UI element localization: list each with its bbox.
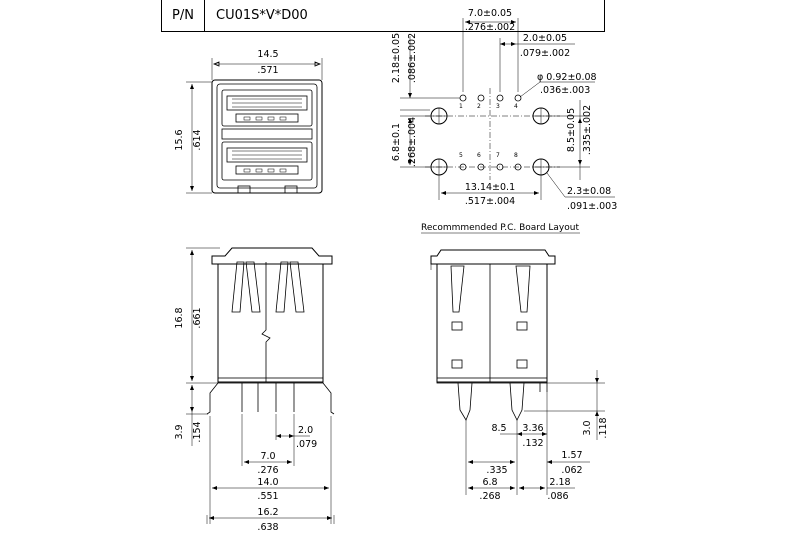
side-leg-span-in: .551 — [257, 491, 278, 502]
end-tail-in: .118 — [598, 417, 609, 438]
end-offset-b-in: .062 — [561, 465, 582, 476]
pin-pitch-in: .079±.002 — [520, 48, 570, 59]
end-outer-b-in: .086 — [547, 491, 568, 502]
tail-height-in: .154 — [192, 421, 203, 442]
end-offset-a-in: .132 — [522, 438, 543, 449]
pin-label-3: 3 — [496, 103, 500, 110]
side-body-width-in: .638 — [257, 522, 278, 533]
front-height-mm: 15.6 — [174, 129, 185, 150]
shell-pitch-in: .517±.004 — [465, 196, 515, 207]
pin-label-6: 6 — [477, 152, 481, 159]
front-height-in: .614 — [192, 129, 203, 150]
row-spacing-mm: 6.8±0.1 — [391, 123, 402, 161]
pn-value: CU01S*V*D00 — [204, 0, 605, 32]
pitch-total-in: .276±.002 — [465, 22, 515, 33]
side-height-mm: 16.8 — [174, 307, 185, 328]
side-pin-span-in: .276 — [257, 465, 278, 476]
side-pin-pitch-mm: 2.0 — [298, 425, 313, 436]
front-view: 14.5 .571 15.6 .614 — [174, 49, 323, 194]
front-width-mm: 14.5 — [257, 49, 278, 60]
side-leg-span-mm: 14.0 — [257, 477, 278, 488]
pin-pitch-mm: 2.0±0.05 — [523, 33, 567, 44]
side-pin-span-mm: 7.0 — [260, 451, 275, 462]
pcb-layout-caption: Recommmended P.C. Board Layout — [421, 223, 579, 233]
side-body-width-mm: 16.2 — [257, 507, 278, 518]
tail-height-mm: 3.9 — [174, 424, 185, 439]
end-view: 3.0 .118 3.36 .132 8.5 .335 1.57 .062 — [430, 249, 609, 502]
shell-pitch-mm: 13.14±0.1 — [465, 182, 515, 193]
pin-label-8: 8 — [514, 152, 518, 159]
end-tail-mm: 3.0 — [582, 420, 593, 435]
pin-label-1: 1 — [459, 103, 463, 110]
end-offset-b-mm: 1.57 — [561, 450, 582, 461]
row-offset-mm: 2.18±0.05 — [391, 33, 402, 83]
end-offset-a-mm: 3.36 — [522, 423, 543, 434]
end-span-in: .335 — [486, 465, 507, 476]
end-outer-in: .268 — [479, 491, 500, 502]
pin-hole-in: .036±.003 — [540, 85, 590, 96]
pin-hole-mm: φ 0.92±0.08 — [537, 72, 597, 83]
row-spacing-in: .268±.004 — [407, 117, 418, 167]
front-width-in: .571 — [257, 65, 278, 76]
end-span-mm: 8.5 — [491, 423, 506, 434]
end-outer-b-mm: 2.18 — [549, 477, 570, 488]
pcb-layout-view: 7.0±0.05 .276±.002 2.0±0.05 .079±.002 2.… — [391, 8, 617, 234]
shell-spacing-mm: 8.5±0.05 — [566, 108, 577, 152]
pn-label: P/N — [161, 0, 205, 32]
side-pin-pitch-in: .079 — [296, 439, 317, 450]
shell-hole-in: .091±.003 — [567, 201, 617, 212]
pin-label-4: 4 — [514, 103, 518, 110]
side-view: 16.8 .661 3.9 .154 2.0 .079 7.0 .27 — [174, 247, 335, 533]
pin-label-5: 5 — [459, 152, 463, 159]
shell-hole-mm: 2.3±0.08 — [567, 186, 611, 197]
pin-label-2: 2 — [477, 103, 481, 110]
end-outer-mm: 6.8 — [482, 477, 497, 488]
row-offset-in: .086±.002 — [407, 33, 418, 83]
shell-spacing-in: .335±.002 — [582, 105, 593, 155]
pin-label-7: 7 — [496, 152, 500, 159]
pitch-total-mm: 7.0±0.05 — [468, 8, 512, 19]
side-height-in: .661 — [192, 307, 203, 328]
